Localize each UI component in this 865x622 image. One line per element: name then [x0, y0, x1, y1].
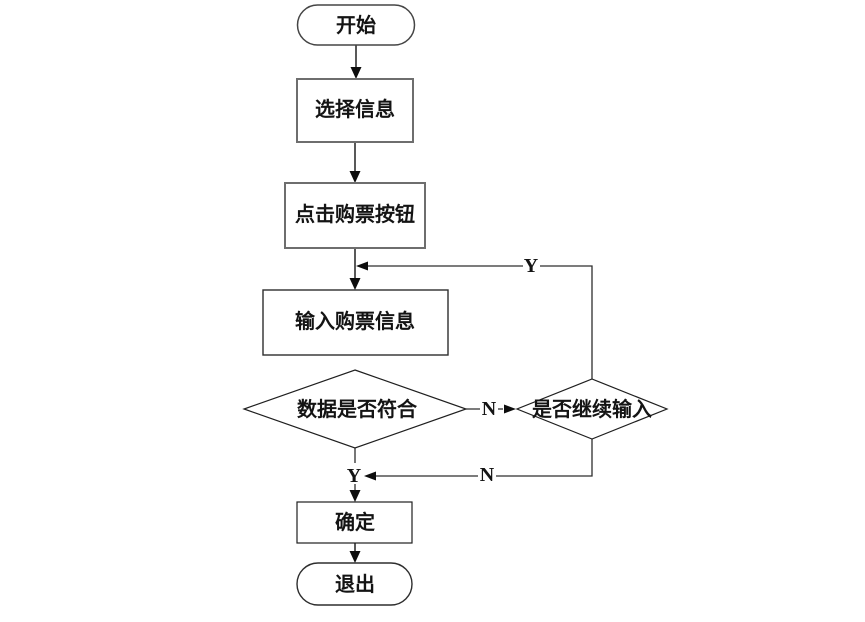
arrow-down-icon — [349, 490, 361, 502]
edge-label-continue-yes: Y — [524, 255, 539, 277]
edge-continue-no-return: N Y — [344, 439, 593, 487]
edge-select-to-click — [349, 142, 361, 183]
edge-label-valid-no: N — [482, 398, 497, 420]
arrow-left-icon — [364, 471, 376, 481]
node-exit: 退出 — [296, 562, 413, 606]
decision-shape — [515, 378, 669, 440]
process-shape — [284, 182, 426, 249]
edge-label-continue-no: N — [480, 464, 495, 486]
node-label-input-ticket-info: 输入购票信息 — [295, 309, 415, 333]
node-select-info: 选择信息 — [296, 78, 414, 143]
edge-line — [376, 439, 593, 477]
node-label-data-valid: 数据是否符合 — [297, 397, 418, 421]
terminator-shape — [296, 562, 413, 606]
edge-continue-yes-return: Y — [356, 254, 593, 379]
node-label-exit: 退出 — [335, 573, 375, 596]
arrow-left-icon — [356, 261, 368, 271]
node-click-buy-button: 点击购票按钮 — [284, 182, 426, 249]
node-continue-input: 是否继续输入 — [515, 378, 669, 440]
node-label-select-info: 选择信息 — [315, 97, 395, 121]
edge-label-bg — [344, 463, 363, 484]
arrow-down-icon — [349, 171, 361, 183]
decision-shape — [242, 369, 468, 449]
edge-label-valid-yes: Y — [347, 465, 362, 487]
node-input-ticket-info: 输入购票信息 — [262, 289, 449, 356]
edge-line — [368, 265, 593, 379]
edge-valid-no: N — [466, 398, 516, 420]
process-shape — [296, 78, 414, 143]
terminator-shape — [296, 4, 416, 46]
node-data-valid: 数据是否符合 — [242, 369, 468, 449]
edge-label-bg — [523, 254, 540, 275]
node-label-click-buy-button: 点击购票按钮 — [295, 202, 415, 226]
node-label-continue-input: 是否继续输入 — [531, 397, 652, 421]
arrow-down-icon — [349, 551, 361, 563]
node-label-confirm: 确定 — [335, 510, 375, 534]
arrow-down-icon — [350, 67, 362, 79]
process-shape — [262, 289, 449, 356]
edge-label-bg — [480, 398, 498, 417]
node-confirm: 确定 — [296, 501, 413, 544]
edge-label-bg — [478, 463, 496, 483]
edge-confirm-to-exit — [349, 543, 361, 563]
node-label-start: 开始 — [336, 13, 376, 37]
edge-click-to-input — [349, 248, 361, 290]
edge-start-to-select — [350, 45, 362, 79]
arrow-right-icon — [504, 404, 516, 414]
process-shape — [296, 501, 413, 544]
arrow-down-icon — [349, 278, 361, 290]
node-start: 开始 — [296, 4, 416, 46]
